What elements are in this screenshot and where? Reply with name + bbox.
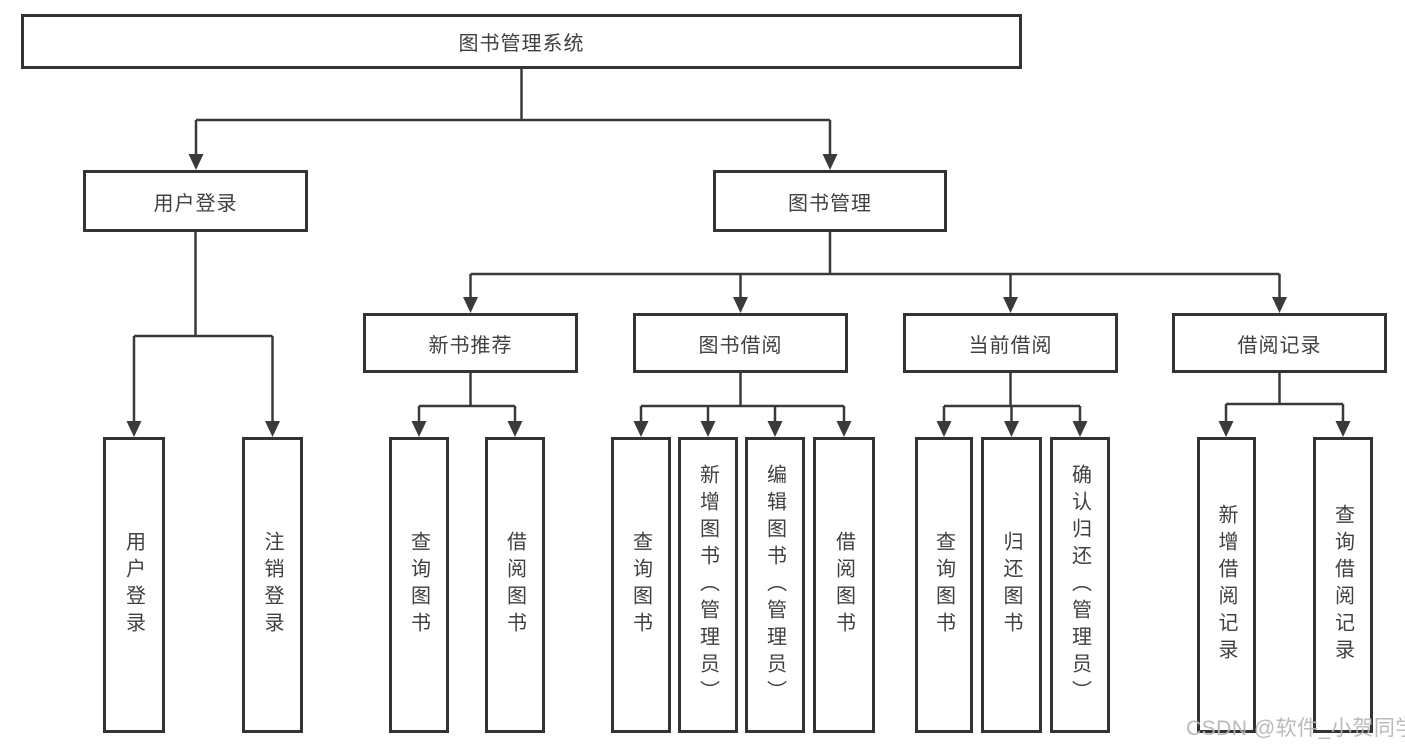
leaf-borrow-books-2: 借阅图书 <box>813 437 875 733</box>
leaf-label: 借阅图书 <box>503 531 526 639</box>
leaf-user-login: 用户登录 <box>103 437 165 733</box>
node-book-management: 图书管理 <box>713 170 947 232</box>
connector-newbooks-to-leaves <box>411 373 523 437</box>
node-root-library-system: 图书管理系统 <box>21 14 1022 69</box>
node-label: 当前借阅 <box>968 334 1053 357</box>
node-new-book-recommend: 新书推荐 <box>363 313 578 373</box>
leaf-query-books-1: 查询图书 <box>389 437 449 733</box>
leaf-label: 借阅图书 <box>832 531 855 639</box>
node-book-borrowing: 图书借阅 <box>633 313 848 373</box>
connector-borrowing-to-leaves <box>633 373 852 437</box>
leaf-label: 查询借阅记录 <box>1331 504 1354 666</box>
leaf-label: 新增借阅记录 <box>1215 504 1237 666</box>
leaf-edit-books-admin: 编辑图书（管理员） <box>745 437 805 733</box>
node-user-login: 用户登录 <box>83 170 308 232</box>
node-label: 图书管理 <box>788 192 872 215</box>
connector-records-to-leaves <box>1218 373 1351 437</box>
leaf-label: 查询图书 <box>629 531 652 639</box>
leaf-query-borrow-record: 查询借阅记录 <box>1313 437 1373 733</box>
leaf-label: 确认归还（管理员） <box>1068 463 1091 707</box>
connector-currentborrow-to-leaves <box>936 373 1088 437</box>
leaf-label: 编辑图书（管理员） <box>763 463 786 707</box>
connector-bookmgmt-to-level3 <box>463 232 1287 313</box>
leaf-borrow-books-1: 借阅图书 <box>485 437 545 733</box>
node-label: 借阅记录 <box>1237 334 1322 357</box>
node-label: 新书推荐 <box>428 334 513 357</box>
node-label: 用户登录 <box>153 192 238 215</box>
leaf-add-books-admin: 新增图书（管理员） <box>678 437 738 733</box>
leaf-label: 注销登录 <box>261 531 283 639</box>
leaf-query-books-3: 查询图书 <box>915 437 973 733</box>
connector-root-to-level2 <box>188 69 838 170</box>
csdn-watermark: CSDN @软件_小贺同学 <box>1186 717 1405 740</box>
node-label: 图书借阅 <box>698 334 783 357</box>
leaf-return-books: 归还图书 <box>981 437 1042 733</box>
node-borrowing-records: 借阅记录 <box>1172 313 1387 373</box>
leaf-label: 用户登录 <box>122 531 145 639</box>
leaf-query-books-2: 查询图书 <box>611 437 671 733</box>
node-current-borrowing: 当前借阅 <box>903 313 1118 373</box>
leaf-label: 归还图书 <box>1000 531 1022 639</box>
leaf-confirm-return-admin: 确认归还（管理员） <box>1050 437 1110 733</box>
leaf-label: 查询图书 <box>407 531 430 639</box>
connector-userlogin-to-leaves <box>126 232 280 437</box>
node-label: 图书管理系统 <box>458 33 585 55</box>
leaf-label: 新增图书（管理员） <box>696 463 719 707</box>
leaf-add-borrow-record: 新增借阅记录 <box>1197 437 1256 733</box>
leaf-logout: 注销登录 <box>242 437 303 733</box>
leaf-label: 查询图书 <box>932 531 955 639</box>
